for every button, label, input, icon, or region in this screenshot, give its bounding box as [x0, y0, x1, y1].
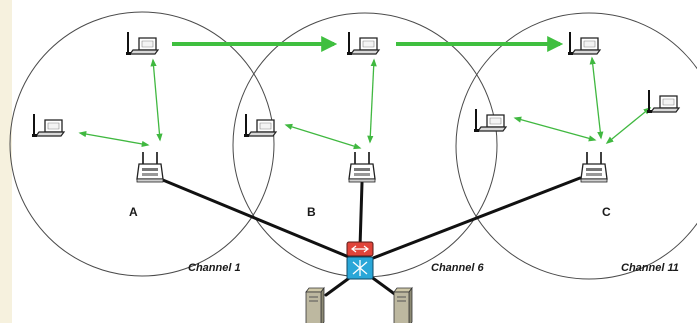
association-arrow: [367, 58, 377, 144]
association-arrow: [78, 131, 150, 147]
coverage-circle-a: [9, 11, 275, 277]
channel-label-6: Channel 6: [431, 262, 484, 274]
association-arrow: [513, 116, 597, 142]
ap-label-b: B: [307, 205, 316, 219]
server-tower-icon: [305, 287, 325, 323]
wired-link-c: [366, 176, 582, 262]
wired-link-server-right: [368, 274, 398, 297]
ap-label-c: C: [602, 205, 611, 219]
association-arrow: [605, 107, 652, 144]
wired-link-b: [358, 181, 364, 249]
channel-label-11: Channel 11: [621, 262, 679, 274]
association-arrow: [284, 123, 362, 150]
channel-label-1: Channel 1: [188, 262, 241, 274]
association-arrow: [589, 56, 604, 140]
router-switch-stack: [346, 241, 374, 280]
server-tower-icon: [393, 287, 413, 323]
wired-link-a: [156, 176, 358, 262]
coverage-circle-c: [455, 12, 697, 280]
association-links: [78, 56, 652, 150]
association-arrow: [150, 58, 163, 142]
ap-label-a: A: [129, 205, 138, 219]
